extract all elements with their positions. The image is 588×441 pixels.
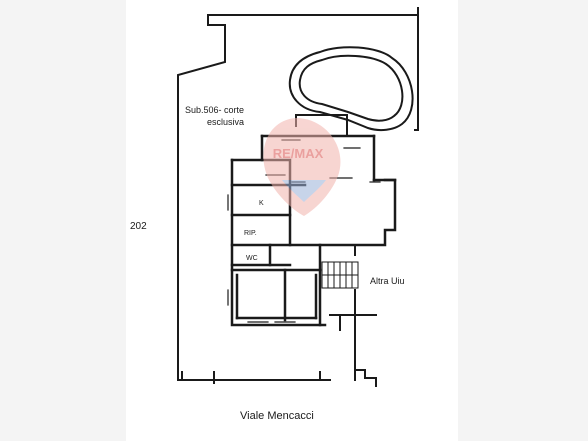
right-margin bbox=[458, 0, 588, 441]
street-label: Viale Mencacci bbox=[240, 410, 314, 422]
neighbour-label: Altra Uiu bbox=[370, 276, 405, 286]
neighbour-walls bbox=[324, 244, 377, 387]
courtyard-label-line1: Sub.506- corte bbox=[185, 105, 244, 115]
remax-balloon-icon bbox=[263, 118, 341, 216]
pool-shape bbox=[288, 46, 414, 132]
remax-watermark: RE/MAX bbox=[263, 118, 341, 216]
room-label-wc: WC bbox=[246, 255, 258, 262]
room-label-k: K bbox=[259, 200, 264, 207]
left-margin bbox=[0, 0, 126, 441]
boundary-label: 202 bbox=[130, 221, 147, 232]
room-label-rip: RIP. bbox=[244, 230, 257, 237]
courtyard-boundary bbox=[177, 7, 419, 384]
courtyard-label-line2: esclusiva bbox=[207, 117, 244, 127]
house-walls bbox=[230, 134, 397, 327]
staircase bbox=[321, 261, 359, 289]
remax-brand-text: RE/MAX bbox=[273, 146, 324, 161]
